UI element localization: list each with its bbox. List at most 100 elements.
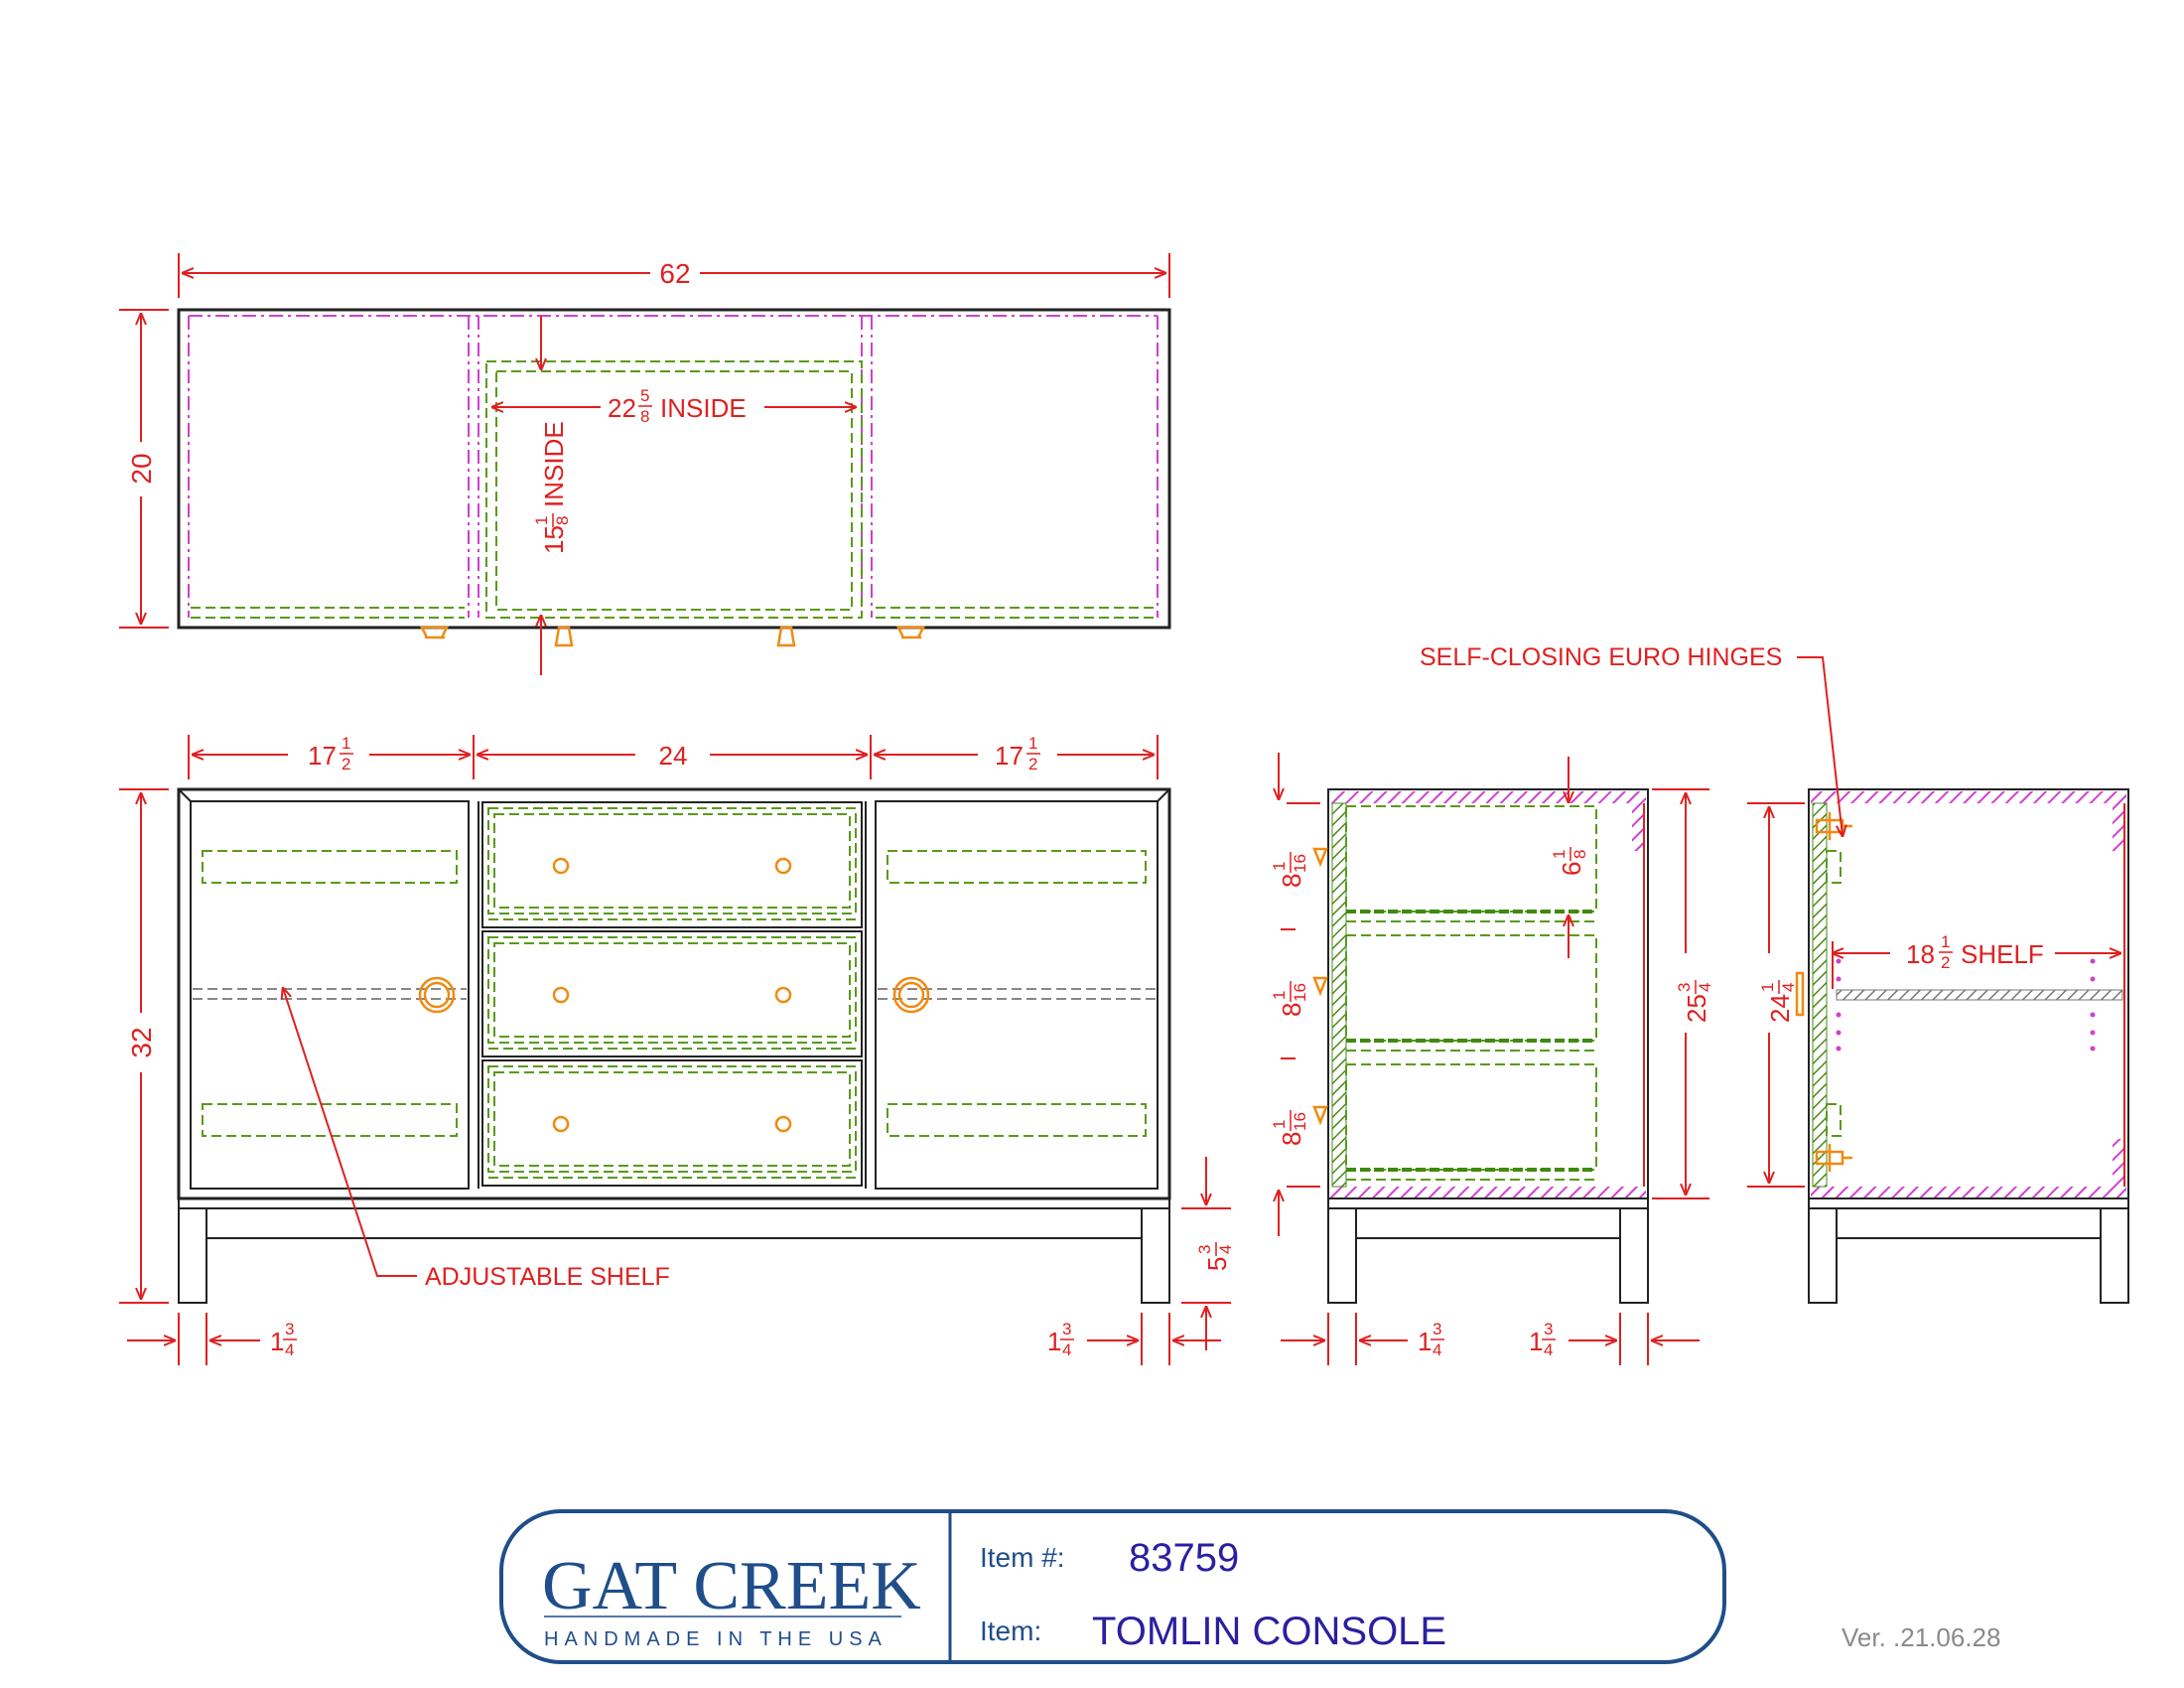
- drawer-stop-icon: [1312, 847, 1328, 868]
- leg: [1619, 1207, 1649, 1304]
- frac-num: 3: [285, 1320, 294, 1338]
- leader-line: [1797, 656, 1843, 836]
- frac-den: 4: [1779, 983, 1798, 992]
- drawer-side-2: [1345, 934, 1597, 1042]
- door-batten: [887, 850, 1147, 884]
- frac-num: 3: [1544, 1320, 1553, 1338]
- frac-den: 8: [553, 516, 572, 525]
- drawer-knob-icon: [776, 626, 796, 647]
- leader-line: [283, 988, 417, 1277]
- frac-den: 4: [1544, 1340, 1553, 1359]
- dim-door-height: 24 1 4: [1758, 980, 1798, 1023]
- front-elevation: 17 1 2 24 17 1 2 32 5 3 4 1 3: [119, 734, 1235, 1365]
- door-section-hatch: [1812, 802, 1828, 1188]
- dim-whole: 8: [1277, 1132, 1306, 1146]
- frac-num: 1: [1028, 734, 1037, 753]
- drawer-front-3: [481, 1059, 863, 1187]
- drawer-box-3: [487, 1065, 857, 1173]
- frac-den: 16: [1291, 1112, 1309, 1131]
- top-panel-hatch: [1811, 791, 2126, 803]
- title-block-border: [499, 1509, 1726, 1664]
- frac-num: 1: [341, 734, 350, 753]
- dim-label: SHELF: [1961, 939, 2044, 969]
- version-label: Ver. .21.06.28: [1842, 1622, 2000, 1652]
- dim-whole: 8: [1277, 874, 1306, 888]
- frac-den: 8: [1570, 850, 1589, 859]
- dim-drawer-inside-height: 6 1 8: [1550, 847, 1589, 876]
- frac-num: 1: [532, 516, 551, 525]
- leg: [1808, 1207, 1838, 1304]
- dim-side-height: 25 3 4: [1675, 980, 1714, 1023]
- frac-num: 1: [1270, 991, 1289, 1000]
- right-door: [875, 800, 1159, 1190]
- frac-den: 8: [640, 407, 649, 426]
- frac-num: 3: [1675, 983, 1694, 992]
- ring-pull-icon-inner: [423, 981, 451, 1009]
- dim-label: INSIDE: [539, 421, 569, 507]
- base-rail: [178, 1197, 1170, 1209]
- dim-left-bay: 17: [308, 741, 337, 771]
- note-hinges: SELF-CLOSING EURO HINGES: [1420, 643, 1782, 671]
- frac-num: 1: [1758, 983, 1777, 992]
- drawer-knob-icon: [552, 857, 570, 875]
- frac-num: 1: [1550, 850, 1569, 859]
- left-door: [190, 800, 470, 1190]
- dim-whole: 24: [1765, 994, 1795, 1023]
- dim-right-bay: 17: [995, 741, 1024, 771]
- top-panel-hatch: [1330, 791, 1646, 803]
- pull-ring-icon: [895, 626, 926, 639]
- frac-num: 3: [1195, 1245, 1214, 1254]
- door-batten: [202, 1103, 458, 1137]
- frac-den: 16: [1291, 983, 1309, 1002]
- plan-view: 62 20 22 5 8 INSIDE 15 1 8 INSIDE: [119, 253, 1171, 675]
- back-panel-hatch: [2113, 803, 2124, 851]
- title-block: GAT CREEK HANDMADE IN THE USA Item #: 83…: [499, 1509, 1726, 1664]
- drawer-box-3-inner: [493, 1071, 851, 1167]
- brand-tagline: HANDMADE IN THE USA: [544, 1628, 887, 1650]
- ring-pull-icon: [418, 976, 456, 1014]
- dim-drawer-inside-depth: 15 1 8 INSIDE: [532, 421, 572, 554]
- batten-section: [1826, 1103, 1842, 1137]
- leg: [178, 1207, 207, 1304]
- door-batten: [887, 1103, 1147, 1137]
- frac-den: 2: [1028, 755, 1037, 774]
- dim-top-depth: 20: [126, 453, 157, 484]
- dim-drawer-height-3: 8 1 16: [1270, 1110, 1309, 1146]
- back-panel-hatch: [2113, 1139, 2124, 1187]
- frac-num: 1: [1270, 862, 1289, 871]
- frac-den: 4: [1216, 1245, 1235, 1254]
- base-rail: [1327, 1197, 1649, 1209]
- side-section-drawers: 8 1 16 8 1 16 8 1 16 6 1 8 2: [1270, 753, 1714, 1365]
- frac-den: 4: [285, 1340, 294, 1359]
- dim-whole: 8: [1277, 1003, 1306, 1017]
- bottom-panel-hatch: [1811, 1187, 2126, 1198]
- drawer-knob-icon: [552, 1115, 570, 1133]
- dim-label: INSIDE: [660, 393, 747, 423]
- door-batten: [202, 850, 458, 884]
- dim-shelf-depth: 18: [1906, 939, 1935, 969]
- frac-den: 16: [1291, 854, 1309, 873]
- frac-num: 1: [1270, 1120, 1289, 1129]
- dim-whole: 5: [1202, 1257, 1232, 1271]
- drawer-box-2: [487, 936, 857, 1044]
- bottom-panel-hatch: [1330, 1187, 1646, 1198]
- dim-center-bay: 24: [659, 741, 688, 771]
- dim-whole: 15: [539, 525, 569, 554]
- dim-whole: 6: [1557, 862, 1586, 876]
- batten-section: [1826, 850, 1842, 884]
- ring-pull-icon: [892, 976, 930, 1014]
- frac-num: 3: [1433, 1320, 1441, 1338]
- brand-logo: GAT CREEK: [542, 1548, 921, 1624]
- drawer-box-1-inner: [493, 813, 851, 909]
- note-adjustable-shelf: ADJUSTABLE SHELF: [425, 1263, 670, 1291]
- frac-den: 2: [341, 755, 350, 774]
- leg: [2100, 1207, 2129, 1304]
- ring-pull-icon: [1795, 971, 1805, 1017]
- item-label: Item:: [980, 1616, 1041, 1646]
- plan-outline: [177, 308, 1171, 630]
- drawer-knob-icon: [774, 1115, 792, 1133]
- drawer-knob-icon: [774, 986, 792, 1004]
- drawer-box-2-inner: [493, 942, 851, 1038]
- dim-drawer-height-1: 8 1 16: [1270, 852, 1309, 888]
